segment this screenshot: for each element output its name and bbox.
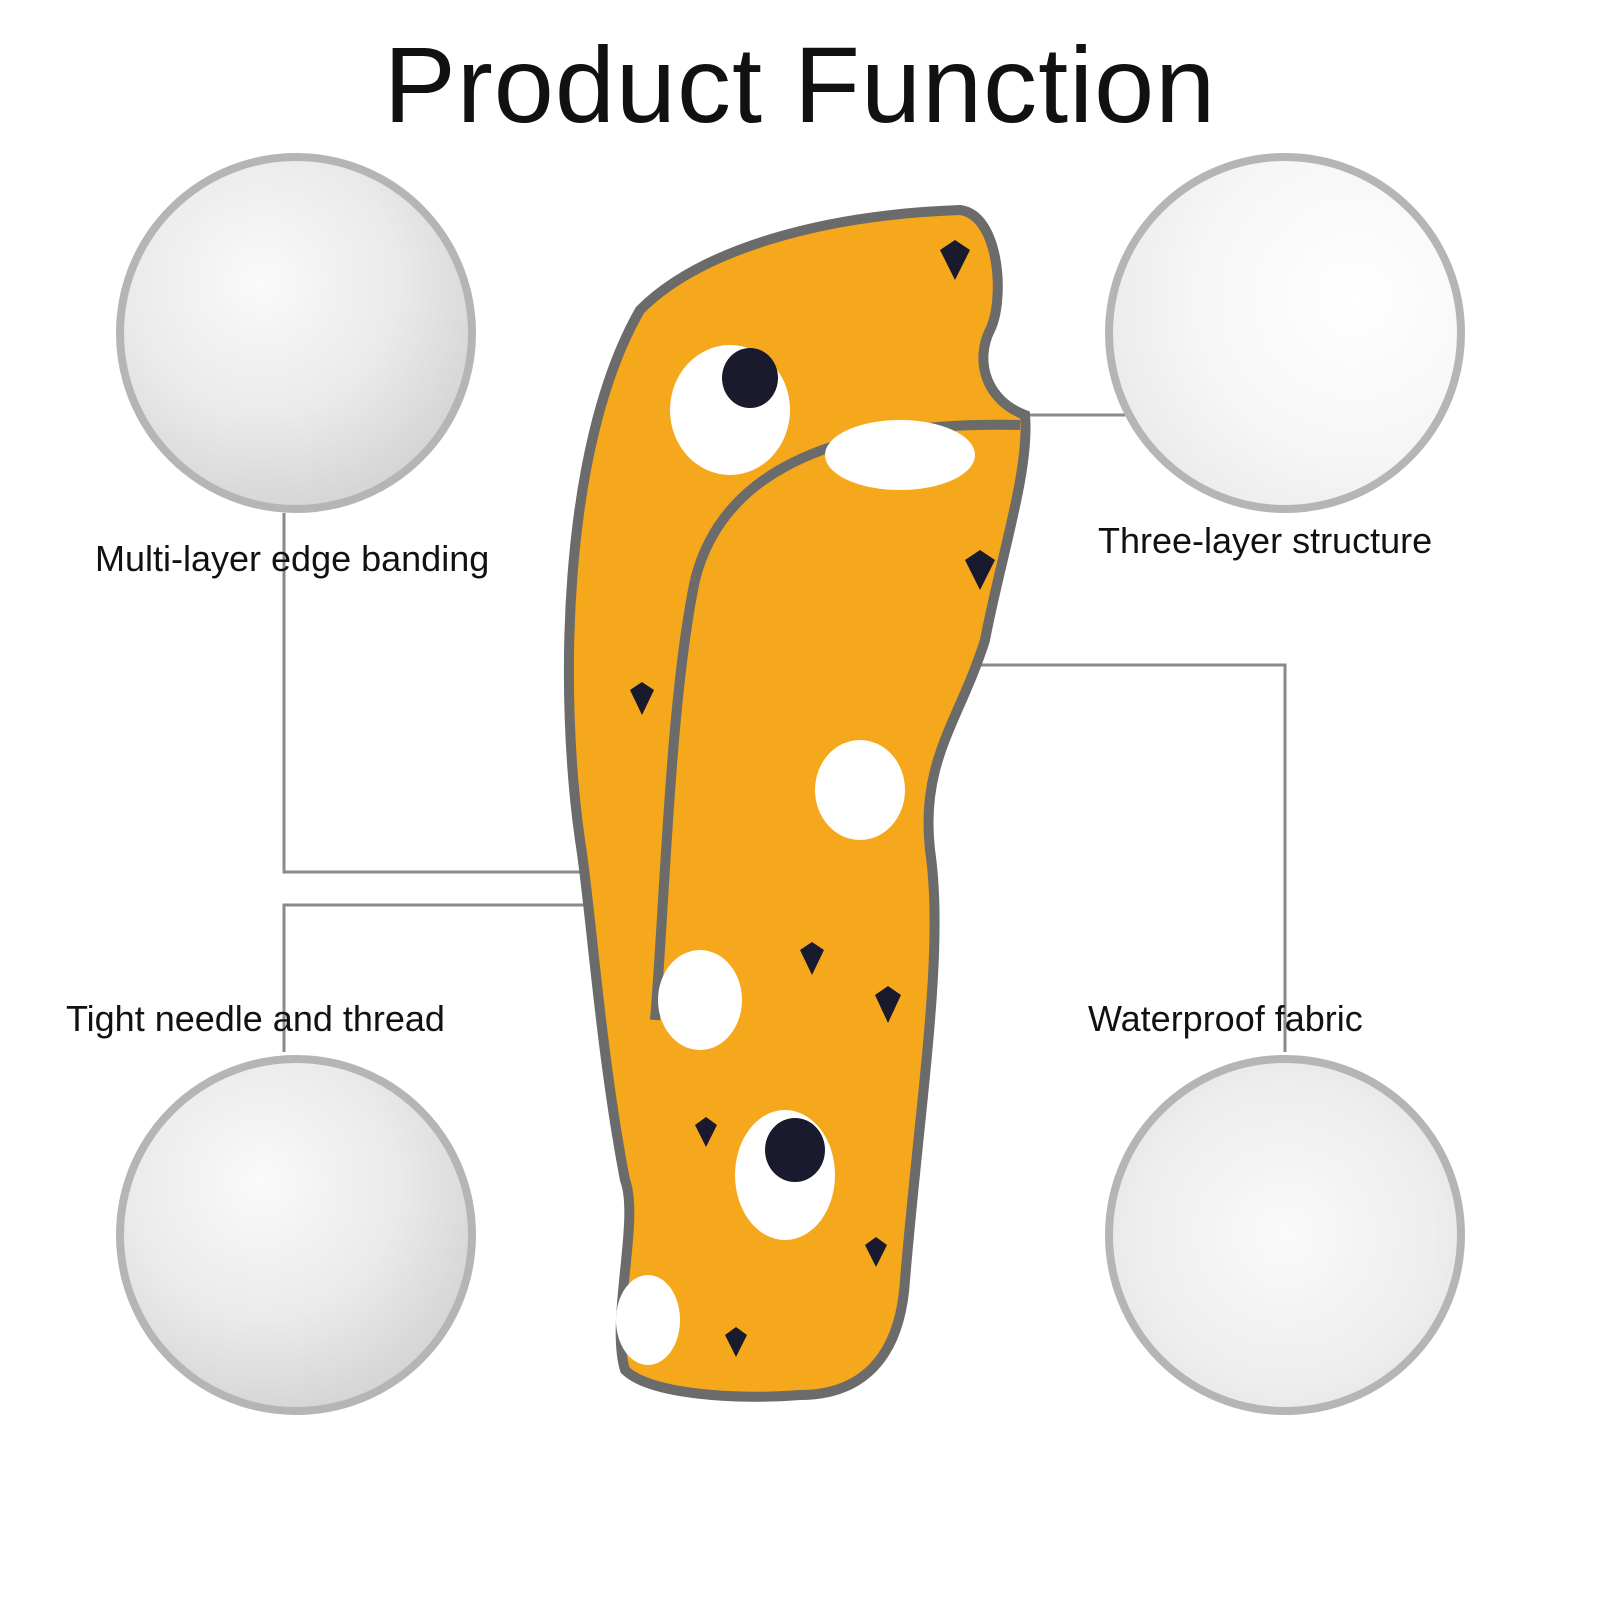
detail-circle-edge-banding: [116, 153, 476, 513]
feature-label-needle-thread: Tight needle and thread: [66, 998, 445, 1039]
feature-label-three-layer: Three-layer structure: [1098, 520, 1433, 561]
feature-label-waterproof: Waterproof fabric: [1088, 998, 1363, 1039]
detail-circle-waterproof: [1105, 1055, 1465, 1415]
detail-circle-three-layer: [1105, 153, 1465, 513]
feature-label-edge-banding: Multi-layer edge banding: [95, 538, 490, 579]
detail-circle-needle-thread: [116, 1055, 476, 1415]
page-title: Product Function: [383, 24, 1217, 145]
